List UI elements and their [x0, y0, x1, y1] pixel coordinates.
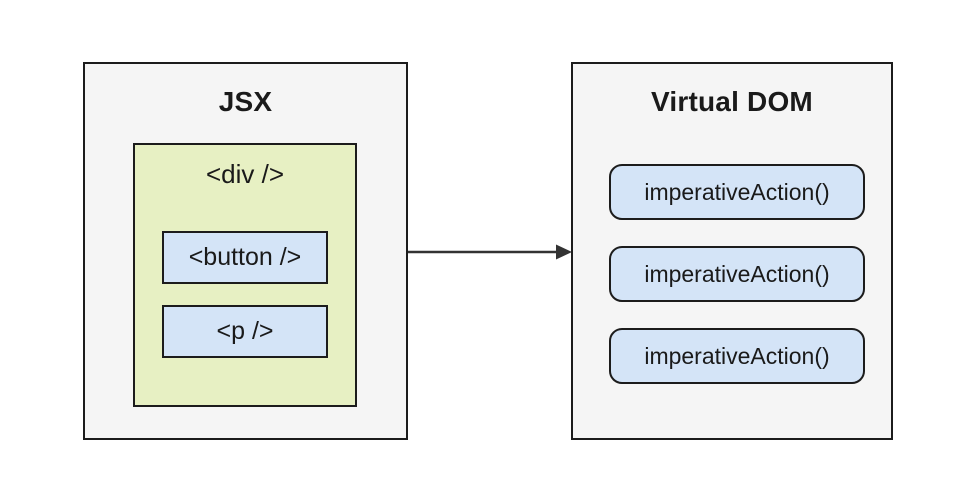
arrow-head: [556, 244, 572, 260]
jsx-div-node: <div /> <button /> <p />: [133, 143, 357, 407]
imperative-action-label-2: imperativeAction(): [644, 260, 830, 287]
imperative-action-label-3: imperativeAction(): [644, 342, 830, 369]
jsx-button-node: <button />: [162, 231, 328, 284]
jsx-div-node-label: <div />: [205, 159, 285, 189]
jsx-panel: JSX <div /> <button /> <p />: [83, 62, 408, 440]
jsx-p-node: <p />: [162, 305, 328, 358]
vdom-panel-title: Virtual DOM: [651, 86, 813, 117]
imperative-action-pill-3: imperativeAction(): [609, 328, 865, 384]
imperative-action-label-1: imperativeAction(): [644, 178, 830, 205]
jsx-p-node-label: <p />: [216, 317, 274, 345]
jsx-to-vdom-arrow: [408, 244, 572, 260]
vdom-panel: Virtual DOM imperativeAction() imperativ…: [571, 62, 893, 440]
imperative-action-pill-2: imperativeAction(): [609, 246, 865, 302]
imperative-action-pill-1: imperativeAction(): [609, 164, 865, 220]
jsx-button-node-label: <button />: [188, 243, 302, 271]
jsx-panel-title: JSX: [218, 86, 273, 117]
